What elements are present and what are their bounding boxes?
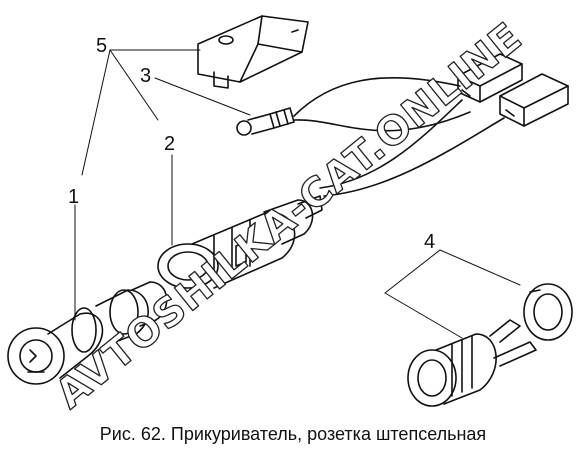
callout-2: 2 (164, 133, 175, 155)
bulb-housing-cover (197, 15, 309, 89)
watermark: AVTOSHILKA-CAT.ONLINE (47, 13, 532, 418)
leader-lines (74, 49, 521, 339)
callout-3: 3 (140, 65, 151, 87)
lamp-bulb (236, 76, 471, 136)
plug-socket (407, 283, 573, 407)
lighter-element (7, 281, 168, 385)
lighter-socket (157, 195, 323, 289)
callout-1: 1 (68, 186, 79, 208)
watermark-text: AVTOSHILKA-CAT.ONLINE (47, 14, 531, 418)
figure-caption: Рис. 62. Прикуриватель, розетка штепсель… (99, 424, 487, 444)
callout-4: 4 (424, 231, 435, 253)
wire-connectors (319, 53, 569, 197)
callout-5: 5 (96, 35, 107, 57)
